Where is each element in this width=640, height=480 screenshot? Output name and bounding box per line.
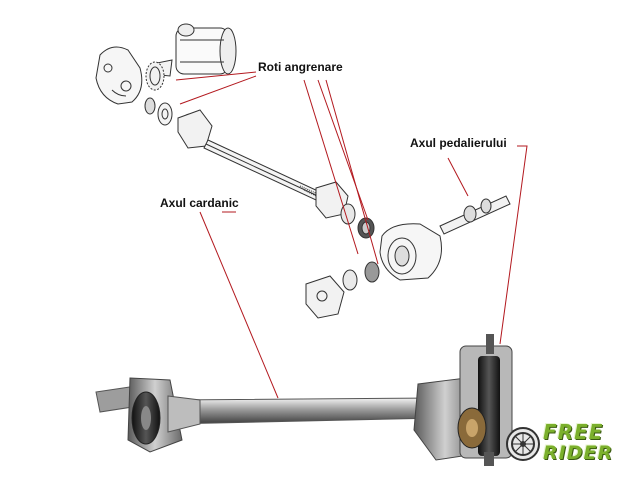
leader-gears-3	[317, 79, 369, 221]
bevel-gear-ring	[145, 61, 165, 91]
label-cardan-shaft: Axul cardanic	[160, 196, 239, 210]
exploded-parts	[95, 23, 511, 319]
leader-pedal-axle-bottom	[499, 145, 528, 345]
label-pedal-axle: Axul pedalierului	[410, 136, 507, 150]
assembled-cardan-shaft	[169, 397, 441, 425]
exploded-pedal-axle	[439, 195, 511, 235]
bearing-1	[157, 102, 173, 126]
leader-gears-5	[303, 79, 359, 255]
label-gears: Roti angrenare	[258, 60, 343, 74]
free-rider-logo: FREE RIDER	[505, 420, 623, 466]
bearing-1-core	[161, 108, 169, 120]
wheel-icon	[506, 427, 540, 461]
assembled-drivetrain	[95, 334, 513, 466]
rear-hub-housing	[95, 46, 143, 105]
leader-lines	[175, 71, 528, 399]
washer-1	[144, 97, 156, 115]
axle-bottom-stub	[484, 452, 494, 466]
leader-gears-1	[175, 71, 257, 81]
logo-line-1: FREE	[543, 420, 604, 444]
leader-gears-4	[325, 79, 379, 265]
flange-cap-lower-hole	[316, 290, 328, 302]
bottom-bracket-housing	[379, 223, 442, 281]
front-bevel-gear-hub	[466, 419, 478, 437]
leader-pedal-axle-top	[447, 157, 469, 197]
flange-cap-lower	[305, 275, 345, 319]
cardan-rear-collar	[167, 395, 201, 433]
rear-bevel-gear-hub	[141, 406, 151, 430]
washer-2	[364, 261, 380, 283]
exploded-cardan-shaft	[203, 139, 321, 201]
leader-gears-2	[179, 75, 257, 105]
bearing-4	[342, 269, 358, 291]
logo-line-2: RIDER	[543, 442, 614, 464]
leader-cardan-shaft	[199, 211, 279, 399]
axle-top-stub	[486, 334, 494, 354]
